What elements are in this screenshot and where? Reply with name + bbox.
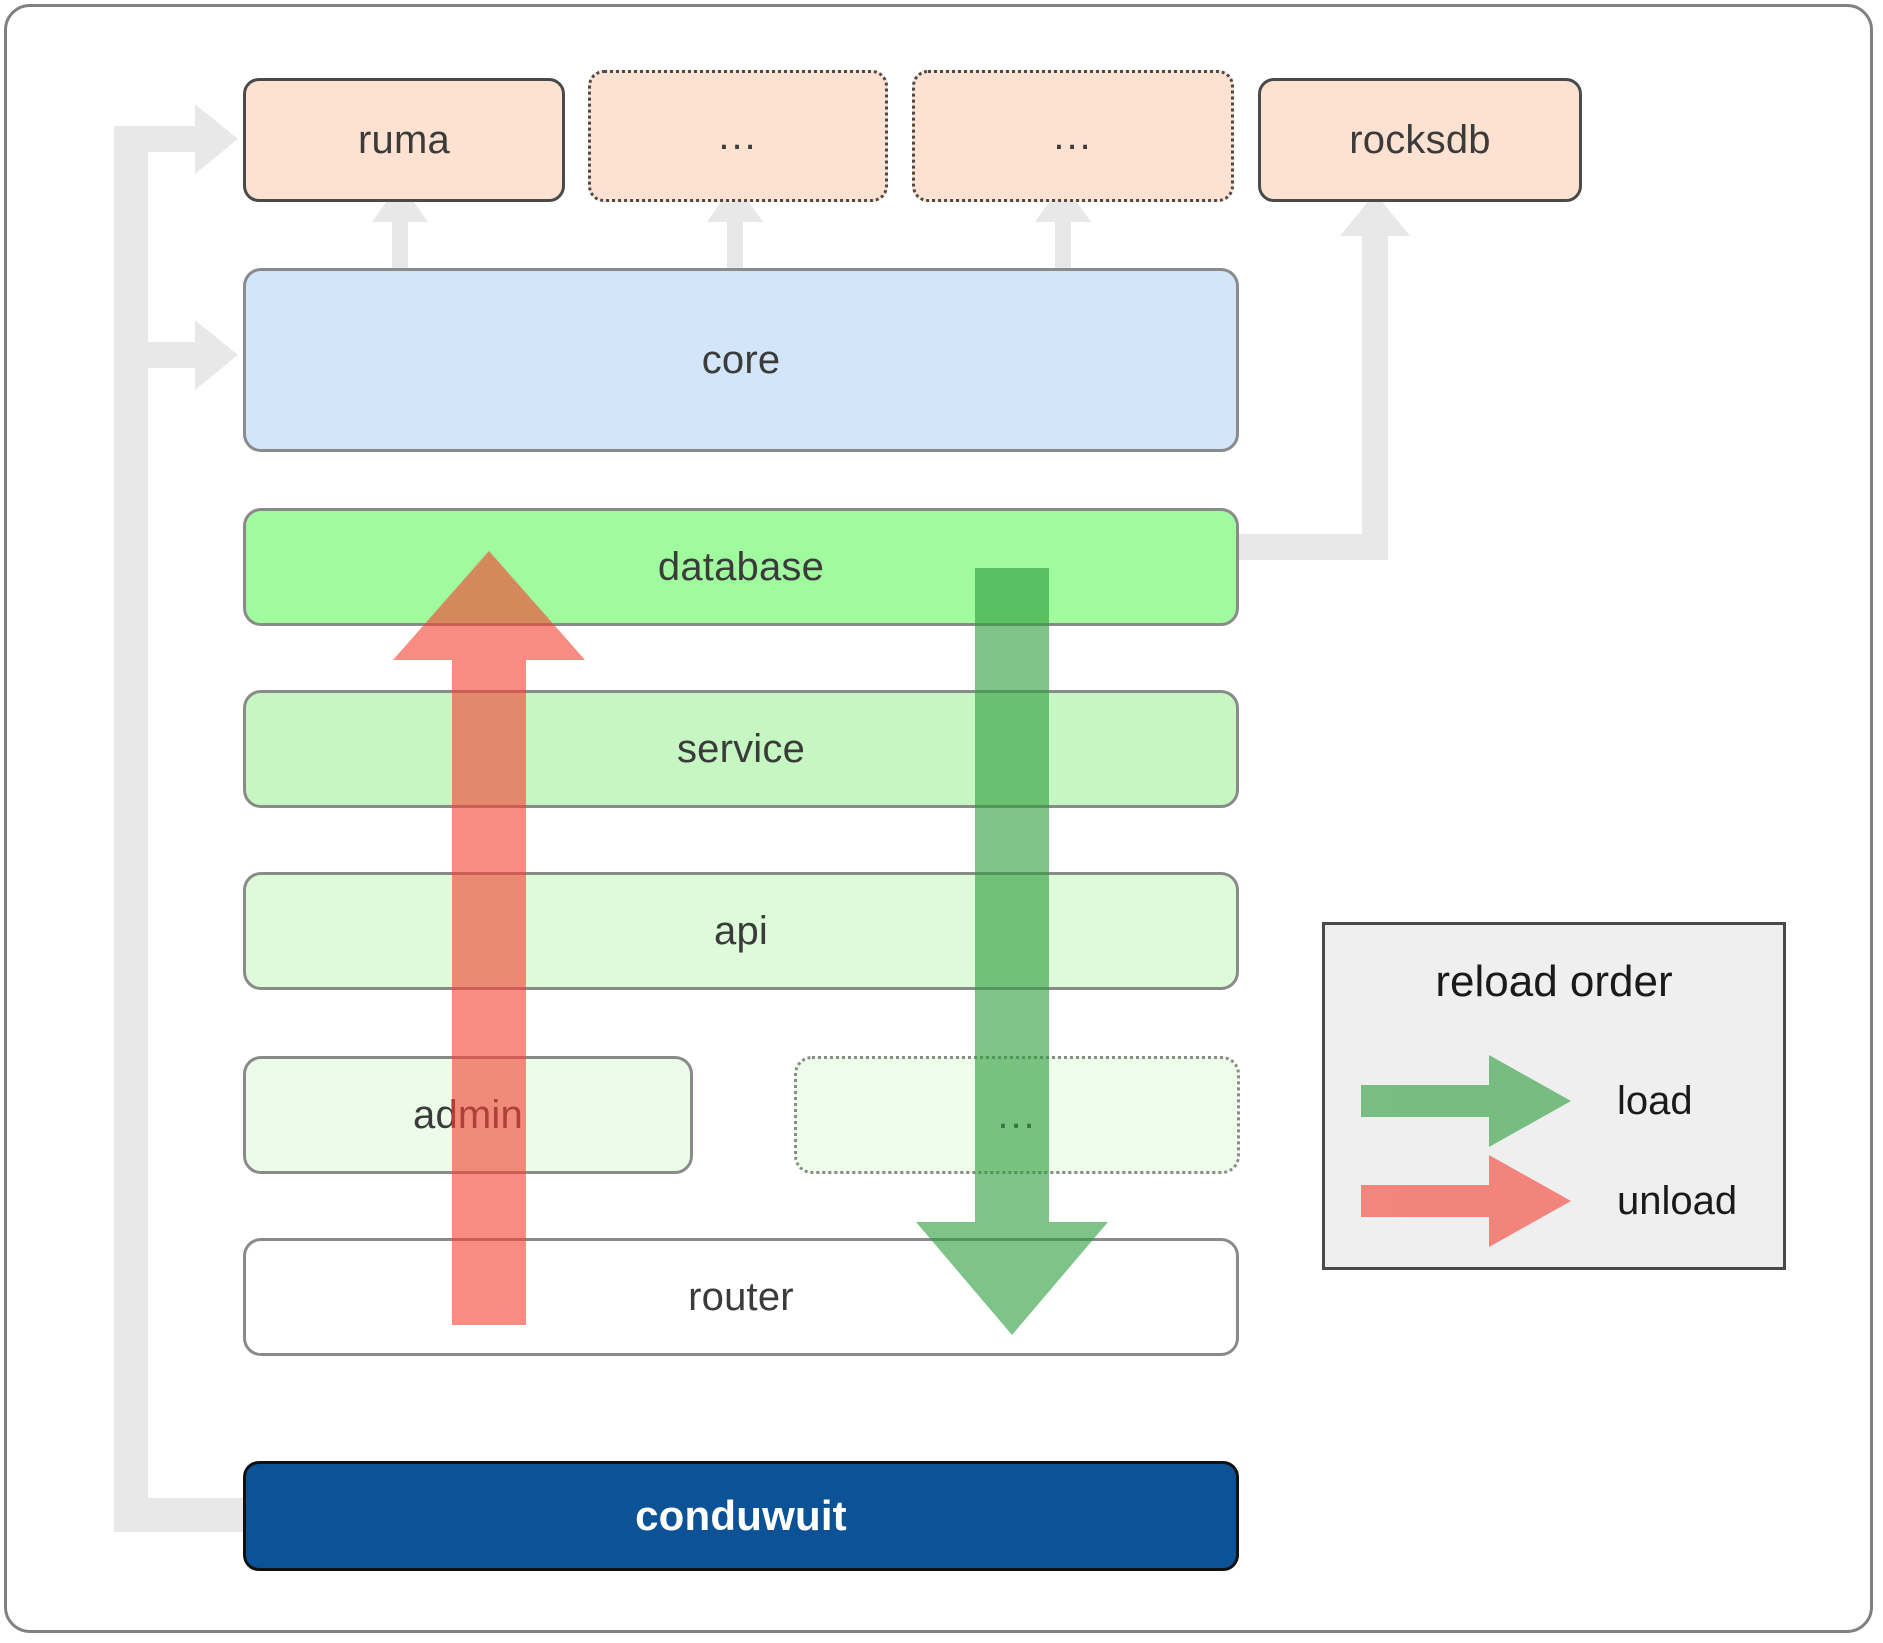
legend-title: reload order bbox=[1435, 957, 1673, 1006]
layer-node-extra[interactable]: ... bbox=[794, 1056, 1240, 1174]
layer-label-router: router bbox=[688, 1274, 794, 1319]
layer-node-api[interactable]: api bbox=[243, 872, 1239, 990]
layer-node-database[interactable]: database bbox=[243, 508, 1239, 626]
binary-node-conduwuit[interactable]: conduwuit bbox=[243, 1461, 1239, 1571]
layer-node-router[interactable]: router bbox=[243, 1238, 1239, 1356]
peer-label-2: ... bbox=[718, 114, 758, 158]
layer-label-database: database bbox=[657, 544, 825, 589]
layer-label-core: core bbox=[701, 337, 781, 382]
binary-label-conduwuit: conduwuit bbox=[635, 1492, 847, 1539]
layer-label-extra: ... bbox=[997, 1093, 1037, 1137]
legend-panel: reload order load bbox=[1322, 922, 1786, 1270]
layer-label-admin: admin bbox=[413, 1092, 523, 1137]
layer-label-api: api bbox=[714, 908, 768, 953]
layer-label-service: service bbox=[676, 726, 806, 771]
peer-node-2[interactable]: ... bbox=[588, 70, 888, 202]
peer-node-ruma[interactable]: ruma bbox=[243, 78, 565, 202]
legend-label-load: load bbox=[1617, 1078, 1693, 1123]
peer-label-ruma: ruma bbox=[358, 117, 450, 162]
peer-node-rocksdb[interactable]: rocksdb bbox=[1258, 78, 1582, 202]
legend-swatch-load bbox=[1361, 1055, 1601, 1147]
layer-node-service[interactable]: service bbox=[243, 690, 1239, 808]
layer-node-admin[interactable]: admin bbox=[243, 1056, 693, 1174]
peer-label-3: ... bbox=[1053, 114, 1093, 158]
legend-row-load: load bbox=[1325, 1055, 1789, 1147]
legend-label-unload: unload bbox=[1617, 1178, 1738, 1223]
peer-node-3[interactable]: ... bbox=[912, 70, 1234, 202]
legend-swatch-unload bbox=[1361, 1155, 1601, 1247]
legend-row-unload: unload bbox=[1325, 1155, 1789, 1247]
layer-node-core[interactable]: core bbox=[243, 268, 1239, 452]
peer-label-rocksdb: rocksdb bbox=[1349, 117, 1491, 162]
